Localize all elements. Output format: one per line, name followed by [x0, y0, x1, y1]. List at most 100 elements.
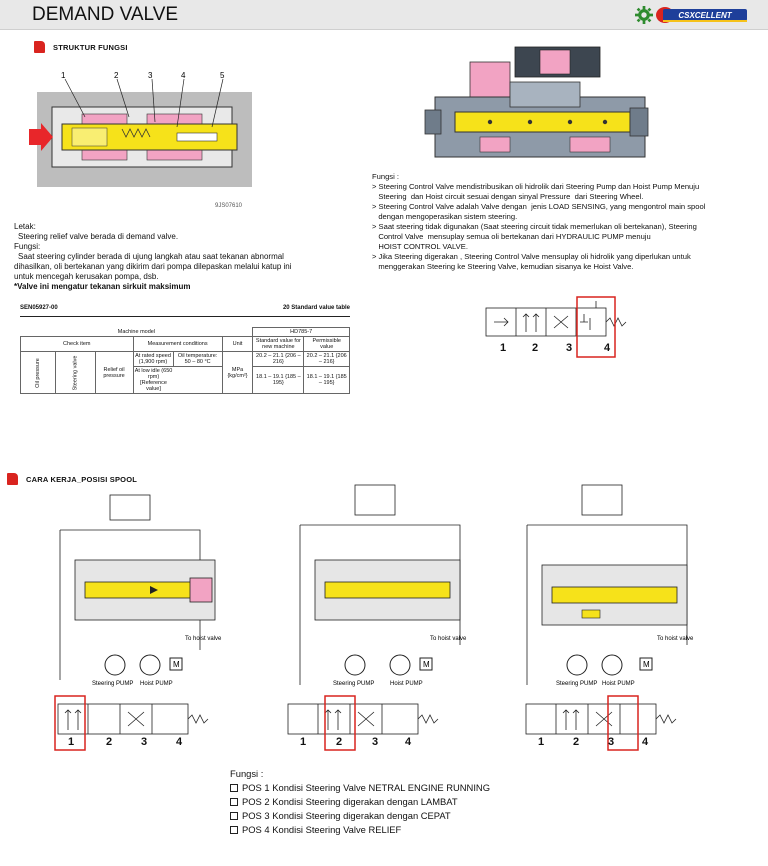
callout-5: 5 — [220, 71, 225, 80]
position-number: 1 — [68, 736, 75, 748]
table-cell: Steering valve — [54, 351, 96, 394]
position-number: 2 — [532, 342, 539, 354]
position-number: 1 — [538, 736, 545, 748]
section-marker-icon — [34, 41, 45, 53]
gear-icon — [635, 6, 653, 24]
fungsi-right-label: Fungsi : — [372, 172, 400, 181]
table-cell: Standard value for new machine — [252, 336, 305, 352]
checkbox-icon — [230, 812, 238, 820]
doc-code: SEN05927-00 — [20, 305, 58, 311]
fungsi-right-line: dengan mengoperasikan sistem steering. — [372, 212, 518, 221]
table-cell: HD785-7 — [252, 327, 350, 337]
fungsi-line: dihasilkan, oli bertekanan yang dikirim … — [14, 262, 292, 271]
table-caption-row: SEN05927-00 20 Standard value table — [20, 305, 350, 311]
bottom-fungsi-block: Fungsi : POS 1 Kondisi Steering Valve NE… — [230, 767, 490, 837]
relief-valve-cross-section: 1 2 3 4 5 9JS07610 — [27, 67, 262, 217]
position-number: 4 — [176, 736, 183, 748]
fungsi-right-line: Control Valve mensuplay semua oli bertek… — [372, 232, 651, 241]
fungsi-right-line: Steering dan Hoist circuit sesuai dengan… — [372, 192, 644, 201]
table-rule — [20, 316, 350, 317]
table-cell: MPa {kg/cm²} — [221, 351, 254, 394]
callout-4: 4 — [181, 71, 186, 80]
position-number: 3 — [372, 736, 379, 748]
hoist-pump-label: Hoist PUMP — [602, 681, 635, 687]
table-cell: 20.2 – 21.1 {206 – 216} — [303, 351, 350, 367]
fungsi-right-block: Fungsi : > Steering Control Valve mendis… — [372, 172, 762, 272]
standard-value-table: Machine model HD785-7 Check item Measure… — [20, 327, 350, 394]
fungsi-right-line: > Steering Control Valve adalah Valve de… — [372, 202, 706, 211]
position-number: 1 — [500, 342, 507, 354]
checkbox-icon — [230, 798, 238, 806]
letak-label: Letak: — [14, 222, 36, 231]
position-number: 4 — [405, 736, 412, 748]
section-header-struktur: STRUKTUR FUNGSI — [34, 41, 128, 53]
valve-symbol-pos1 — [54, 695, 209, 751]
fungsi-right-line: > Steering Control Valve mendistribusika… — [372, 182, 700, 191]
table-cell: 20.2 – 21.1 {206 – 216} — [252, 351, 305, 367]
fungsi-line: Saat steering cylinder berada di ujung l… — [18, 252, 284, 261]
hoist-pump-label: Hoist PUMP — [140, 681, 173, 687]
fungsi-right-line: > Saat steering tidak digunakan (Saat st… — [372, 222, 697, 231]
list-item: POS 4 Kondisi Steering Valve RELIEF — [230, 823, 490, 837]
table-cell: Oil pressure — [20, 351, 56, 394]
table-cell: Relief oil pressure — [94, 351, 134, 394]
fungsi-right-line: > Jika Steering digerakan , Steering Con… — [372, 252, 691, 261]
to-hoist-label: To hoist valve — [657, 636, 694, 642]
letak-block: Letak: Steering relief valve berada di d… — [14, 222, 359, 292]
section-label: STRUKTUR FUNGSI — [53, 42, 128, 52]
callout-2: 2 — [114, 71, 119, 80]
fungsi-right-line: HOIST CONTROL VALVE. — [372, 242, 468, 251]
valve-symbol-pos2 — [287, 695, 439, 751]
to-hoist-label: To hoist valve — [185, 636, 222, 642]
circuit-diagram-pos3: Steering PUMP Hoist PUMP To hoist valve … — [526, 484, 694, 687]
position-number: 2 — [106, 736, 113, 748]
valve-note: *Valve ini mengatur tekanan sirkuit maks… — [14, 282, 191, 291]
circuit-diagram-pos1: Steering PUMP Hoist PUMP To hoist valve … — [59, 494, 222, 687]
table-cell: 18.1 – 19.1 {185 – 195} — [252, 366, 305, 394]
position-number: 3 — [566, 342, 573, 354]
position-number: 4 — [642, 736, 649, 748]
position-number: 2 — [336, 736, 343, 748]
highlight-box — [54, 695, 86, 751]
header-bar: DEMAND VALVE CSXCELLENT — [0, 0, 768, 30]
callout-1: 1 — [61, 71, 66, 80]
steering-pump-label: Steering PUMP — [556, 681, 597, 687]
list-item: POS 2 Kondisi Steering digerakan dengan … — [230, 795, 490, 809]
steering-pump-label: Steering PUMP — [92, 681, 133, 687]
fungsi-label: Fungsi: — [14, 242, 41, 251]
position-number: 4 — [604, 342, 611, 354]
page-title: DEMAND VALVE — [32, 4, 179, 25]
steering-pump-label: Steering PUMP — [333, 681, 374, 687]
position-number: 3 — [141, 736, 148, 748]
highlight-box — [607, 695, 639, 751]
brand-logo: CSXCELLENT — [655, 6, 747, 24]
table-cell: 18.1 – 19.1 {185 – 195} — [303, 366, 350, 394]
section-header-cara-kerja: CARA KERJA_POSISI SPOOL — [7, 473, 137, 485]
section-marker-icon — [7, 473, 18, 485]
checkbox-icon — [230, 826, 238, 834]
section-label: CARA KERJA_POSISI SPOOL — [26, 474, 138, 484]
to-hoist-label: To hoist valve — [430, 636, 467, 642]
table-cell: Unit — [221, 336, 254, 352]
table-cell: Machine model — [20, 327, 254, 337]
table-caption: 20 Standard value table — [282, 305, 350, 311]
motor-label: M — [643, 660, 650, 669]
svg-text:CSXCELLENT: CSXCELLENT — [678, 11, 732, 20]
valve-symbol-pos3 — [525, 695, 677, 751]
fungsi-right-line: menggerakan Steering ke Steering Valve, … — [372, 262, 634, 271]
motor-label: M — [173, 660, 180, 669]
bottom-fungsi-label: Fungsi : — [230, 768, 264, 779]
highlight-box — [324, 695, 356, 751]
diagram-code: 9JS07610 — [215, 203, 243, 209]
callout-3: 3 — [148, 71, 153, 80]
table-cell: Measurement conditions — [132, 336, 223, 352]
list-item: POS 3 Kondisi Steering digerakan dengan … — [230, 809, 490, 823]
table-cell: Permissible value — [303, 336, 350, 352]
position-number: 2 — [573, 736, 580, 748]
table-cell: At rated speed (1,900 rpm)Oil temperatur… — [132, 351, 223, 367]
highlight-box — [576, 296, 616, 358]
valve-symbol-top — [485, 296, 627, 358]
list-item: POS 1 Kondisi Steering Valve NETRAL ENGI… — [230, 781, 490, 795]
table-cell: At low idle (650 rpm) [Reference value] — [132, 366, 223, 394]
table-cell: Check item — [20, 336, 134, 352]
